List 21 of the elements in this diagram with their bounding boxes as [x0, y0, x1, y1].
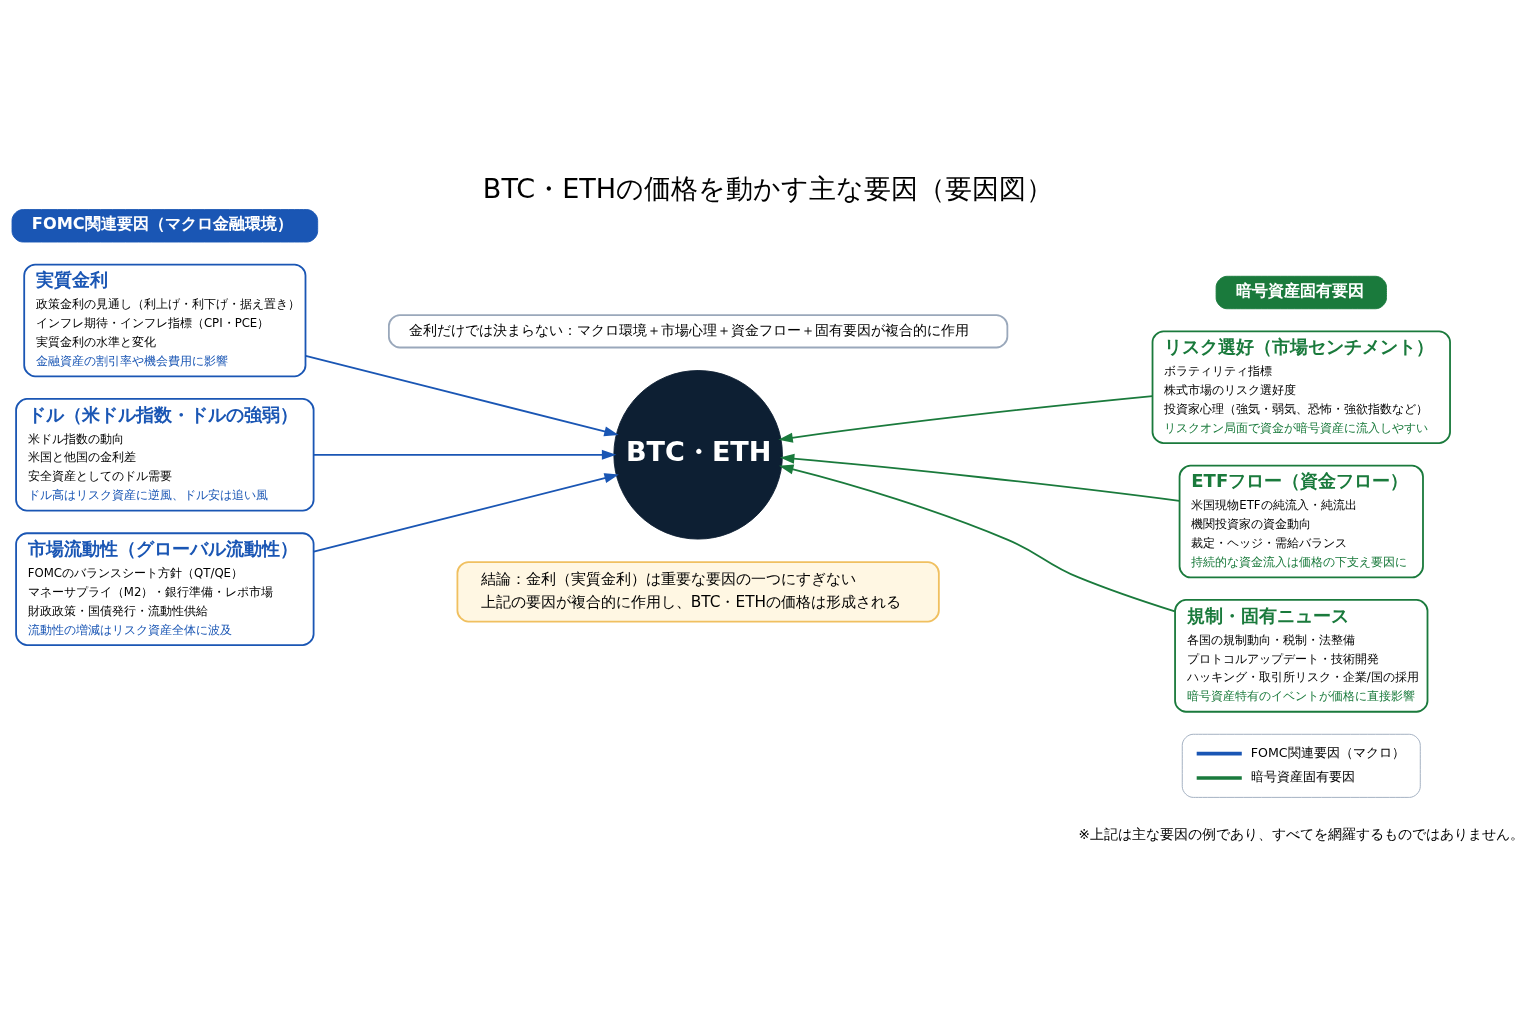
node-circle: BTC・ETH — [613, 369, 783, 540]
node-box: ドル（米ドル指数・ドルの強弱） 米ドル指数の動向 米国と他国の金利差 安全資産としてのドル需要 ドル高はリスク資産に逆風、ドル安は追い風 — [15, 397, 315, 512]
diagram-title: BTC・ETHの価格を動かす主な要因（要因図） — [482, 172, 1054, 204]
node-box: 市場流動性（グローバル流動性） FOMCのバランスシート方針（QT/QE） マネーサプライ（M2）・銀行準備・レポ市場 財政政策・国債発行・流動性供給 流動性の増減はリスク資産全体に波及 — [15, 531, 315, 646]
arrow — [304, 354, 619, 436]
arrow — [312, 449, 617, 460]
node-box: FOMC関連要因（マクロ金融環境） — [11, 208, 319, 242]
node-box: 暗号資産固有要因 — [1215, 275, 1387, 309]
legend-label: FOMC関連要因（マクロ） — [1250, 744, 1405, 760]
node-box: 規制・固有ニュース 各国の規制動向・税制・法整備 プロトコルアップデート・技術開発 ハッキング・取引所リスク・企業/国の採用 暗号資産特有のイベントが価格に直接影響 — [1174, 598, 1429, 713]
node-box: リスク選好（市場センチメント） ボラティリティ指標 株式市場のリスク選好度 投資家心理（強気・弱気、恐怖・強欲指数など） リスクオン局面で資金が暗号資産に流入しやすい — [1151, 329, 1451, 444]
arrow — [312, 472, 619, 553]
label: ※上記は主な要因の例であり、すべてを網羅するものではありません。 — [1078, 825, 1524, 842]
arrow — [779, 453, 1181, 502]
node-box: 実質金利 政策金利の見通し（利上げ・利下げ・据え置き） インフレ期待・インフレ指標（CPI・PCE） 実質金利の水準と変化 金融資産の割引率や機会費用に影響 — [23, 263, 307, 377]
arrow — [779, 463, 1176, 612]
node-box: ETFフロー（資金フロー） 米国現物ETFの純流入・純流出 機関投資家の資金動向 裁定・ヘッジ・需給バランス 持続的な資金流入は価格の下支え要因に — [1178, 464, 1424, 578]
legend-label: 暗号資産固有要因 — [1250, 768, 1355, 784]
arrow — [778, 394, 1154, 443]
node-box: 金利だけでは決まらない：マクロ環境＋市場心理＋資金フロー＋固有要因が複合的に作用 — [388, 313, 1009, 348]
node-box: 結論：金利（実質金利）は重要な要因の一つにすぎない 上記の要因が複合的に作用し、BTC・ETHの価格は形成される — [456, 560, 940, 622]
